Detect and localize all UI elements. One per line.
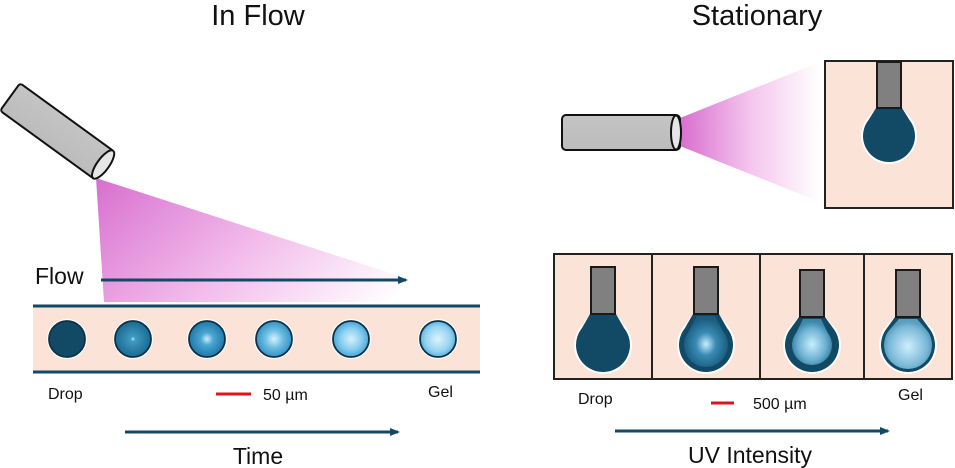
uv-beam-left	[96, 178, 480, 302]
panel-gel	[863, 253, 953, 380]
stationary-title: Stationary	[692, 0, 823, 32]
pendant-drop-panel	[824, 60, 954, 209]
pendant-drop-drop	[573, 266, 632, 374]
in-flow-title: In Flow	[211, 0, 306, 32]
scale-bar-stationary-label: 500 µm	[753, 396, 807, 413]
droplet-gelling-2	[187, 319, 227, 359]
uv-intensity-axis-label: UV Intensity	[688, 442, 812, 468]
needle-icon	[876, 61, 902, 109]
needle-icon	[693, 266, 719, 315]
pendant-drop-series	[553, 253, 953, 380]
droplet-drop	[47, 319, 87, 359]
droplet-gel	[418, 319, 458, 359]
stationary-gel-label: Gel	[898, 387, 923, 404]
droplet-gelling-4	[331, 319, 371, 359]
uv-beam-right	[680, 62, 820, 202]
flow-gel-label: Gel	[428, 384, 453, 401]
pendant-drop-gel	[879, 269, 937, 374]
flow-label: Flow	[35, 263, 84, 289]
time-axis-label: Time	[233, 443, 283, 468]
flow-drop-label: Drop	[48, 386, 83, 403]
uv-lamp-left-icon	[0, 83, 116, 180]
needle-icon	[799, 269, 825, 318]
droplet-gelling-3	[254, 319, 294, 359]
uv-lamp-right-icon	[561, 114, 682, 151]
flow-droplets	[47, 319, 458, 359]
panel-drop	[553, 253, 653, 380]
panel-partial-2	[759, 253, 865, 380]
pendant-drop-partial-2	[783, 269, 841, 374]
stationary-drop-label: Drop	[578, 391, 613, 408]
panel-partial-1	[651, 253, 761, 380]
droplet-gelling-1	[113, 319, 153, 359]
needle-icon	[590, 266, 616, 315]
pendant-drop-partial-1	[677, 266, 735, 374]
pendant-drop-single	[861, 61, 917, 164]
scale-bar-flow-label: 50 µm	[263, 387, 308, 404]
needle-icon	[895, 269, 921, 318]
